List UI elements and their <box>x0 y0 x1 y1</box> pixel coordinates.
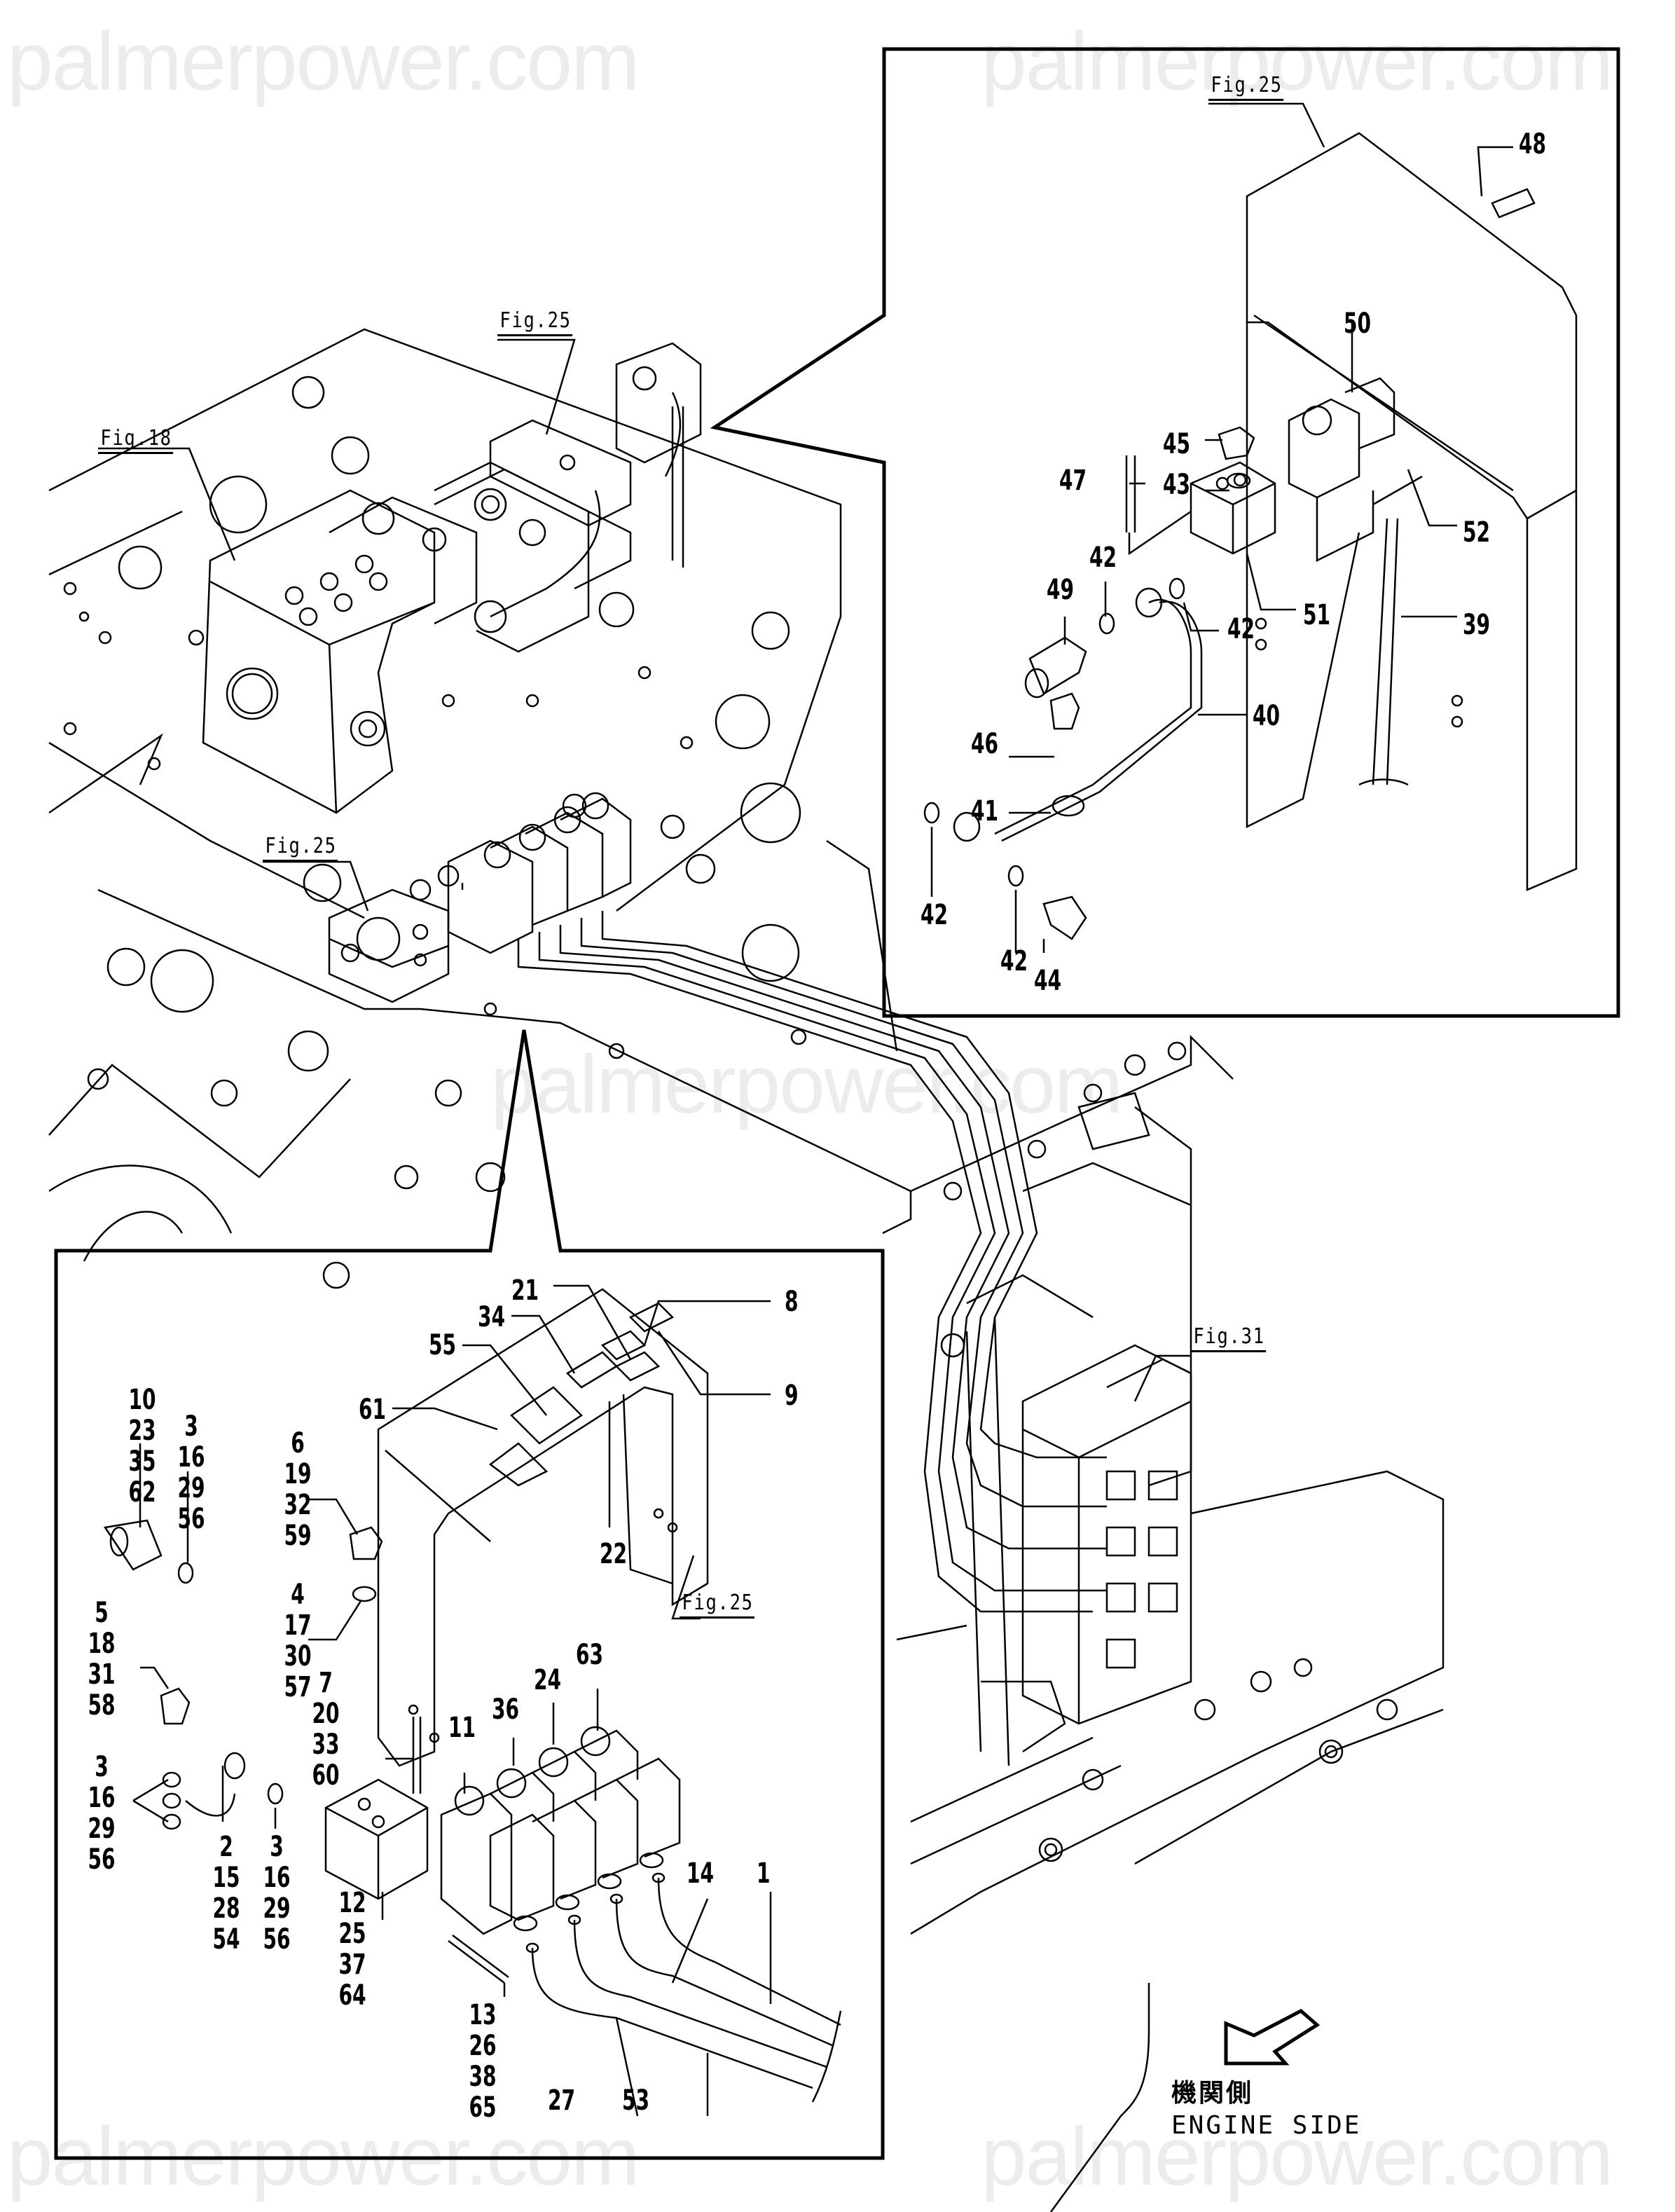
stack-text: 7 20 33 60 <box>312 1667 340 1792</box>
callout-stack-2-15-28-54: 2 15 28 54 <box>213 1832 240 1955</box>
callout-49: 49 <box>1047 574 1075 606</box>
callout-46: 46 <box>971 728 999 760</box>
callout-42-b: 42 <box>1227 613 1255 645</box>
inset-lower-left-drawing <box>103 1288 842 2103</box>
leaders-upper-right <box>930 102 1513 953</box>
callout-stack-4-17-30-57: 4 17 30 57 <box>284 1579 312 1703</box>
base-plate <box>48 328 911 1289</box>
stack-text: 13 26 38 65 <box>469 1999 497 2124</box>
callout-42-a: 42 <box>1089 542 1117 574</box>
callout-44: 44 <box>1034 965 1062 997</box>
callout-36: 36 <box>492 1694 520 1726</box>
inset-upper-right-frame <box>710 47 1620 1018</box>
callout-47: 47 <box>1059 465 1087 497</box>
callout-41: 41 <box>971 795 999 827</box>
fig25-label-mid[interactable]: Fig.25 <box>263 834 338 862</box>
fig31-label[interactable]: Fig.31 <box>1191 1324 1267 1352</box>
callout-1: 1 <box>757 1857 771 1890</box>
fig25-label-top[interactable]: Fig.25 <box>497 308 573 336</box>
callout-55: 55 <box>429 1329 457 1361</box>
inset-lower-left-frame <box>54 1029 885 2160</box>
right-frame <box>826 839 1445 2212</box>
stack-text: 3 16 29 56 <box>177 1410 205 1535</box>
callout-stack-3-16-29-56-b: 3 16 29 56 <box>88 1752 116 1875</box>
callout-22: 22 <box>600 1538 628 1570</box>
callout-42-c: 42 <box>921 899 949 931</box>
leaders-main <box>98 338 1191 1402</box>
callout-45: 45 <box>1163 428 1191 460</box>
callout-43: 43 <box>1163 469 1191 501</box>
solenoid-bank-main <box>328 792 632 1003</box>
pilot-hoses <box>517 911 1107 1613</box>
inset-ll-fig25-label[interactable]: Fig.25 <box>680 1591 755 1619</box>
callout-34: 34 <box>478 1301 506 1333</box>
callout-stack-12-25-37-64: 12 25 37 64 <box>339 1888 366 2011</box>
stack-text: 3 16 29 56 <box>88 1751 116 1876</box>
callout-24: 24 <box>534 1664 562 1696</box>
callout-stack-7-20-33-60: 7 20 33 60 <box>312 1668 340 1791</box>
callout-8: 8 <box>785 1286 799 1318</box>
callout-27: 27 <box>548 2084 576 2117</box>
callout-stack-6-19-32-59: 6 19 32 59 <box>284 1428 312 1551</box>
callout-11: 11 <box>448 1712 476 1744</box>
callout-48: 48 <box>1519 128 1547 160</box>
callout-40: 40 <box>1253 700 1281 732</box>
fig18-label[interactable]: Fig.18 <box>98 426 174 454</box>
callout-9: 9 <box>785 1380 799 1412</box>
callout-14: 14 <box>687 1857 715 1890</box>
callout-52: 52 <box>1463 516 1491 549</box>
callout-21: 21 <box>511 1275 539 1307</box>
inset-ur-fig25-label[interactable]: Fig.25 <box>1208 73 1284 101</box>
callout-stack-5-18-31-58: 5 18 31 58 <box>88 1598 116 1721</box>
callout-stack-3-16-29-56-a: 3 16 29 56 <box>178 1411 205 1534</box>
engine-side-arrow <box>1224 2008 1321 2066</box>
inset-upper-right-drawing <box>923 132 1578 940</box>
leaders-lower-left <box>132 1284 772 2117</box>
stack-text: 4 17 30 57 <box>284 1579 312 1703</box>
callout-39: 39 <box>1463 609 1491 641</box>
callout-53: 53 <box>622 2084 650 2117</box>
callout-61: 61 <box>359 1394 387 1426</box>
stack-text: 5 18 31 58 <box>88 1597 116 1722</box>
callout-stack-10-23-35-62: 10 23 35 62 <box>129 1385 156 1508</box>
control-valve-block <box>202 468 590 814</box>
stack-text: 10 23 35 62 <box>128 1384 156 1509</box>
stack-text: 6 19 32 59 <box>284 1427 312 1552</box>
callout-51: 51 <box>1303 599 1331 631</box>
callout-42-d: 42 <box>1000 945 1028 977</box>
callout-63: 63 <box>576 1639 604 1671</box>
stack-text: 3 16 29 56 <box>263 1831 291 1956</box>
upper-solenoid-assembly <box>434 342 702 618</box>
stack-text: 12 25 37 64 <box>338 1887 366 2012</box>
engine-side-label: ENGINE SIDE <box>1171 2111 1362 2140</box>
callout-50: 50 <box>1344 308 1372 340</box>
callout-stack-3-16-29-56-c: 3 16 29 56 <box>263 1832 291 1955</box>
callout-stack-13-26-38-65: 13 26 38 65 <box>469 2000 497 2123</box>
stack-text: 2 15 28 54 <box>212 1831 240 1956</box>
engine-side-japanese: 機関側 <box>1171 2079 1254 2108</box>
